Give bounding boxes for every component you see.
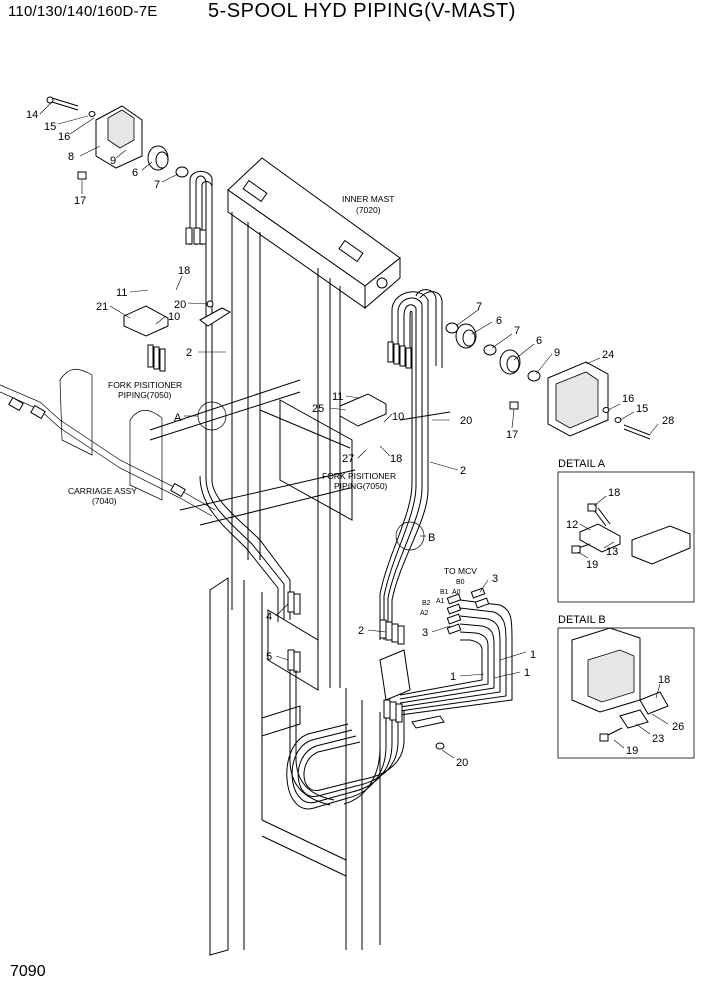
carriage-assy [0, 368, 216, 517]
callout-2: 2 [186, 347, 192, 359]
callout-15-right: 15 [636, 403, 648, 415]
sheave-assy-left [46, 96, 189, 180]
inner-mast-label: INNER MAST [342, 194, 394, 204]
callout-10: 10 [168, 311, 180, 323]
callout-6-right-2: 6 [536, 335, 542, 347]
port-a1: A1 [436, 598, 445, 605]
callout-2-right: 2 [460, 465, 466, 477]
fork-positioner-label-left: FORK PISITIONER [108, 380, 182, 390]
callout-17-right: 17 [506, 429, 518, 441]
port-b1: B1 [440, 589, 449, 596]
callout-15: 15 [44, 121, 56, 133]
callout-3: 3 [492, 573, 498, 585]
port-a2: A2 [420, 610, 429, 617]
callout-16-right: 16 [622, 393, 634, 405]
callout-1-a: 1 [530, 649, 536, 661]
callout-11-right: 11 [332, 391, 343, 403]
callout-4: 4 [266, 611, 272, 623]
callout-6-right: 6 [496, 315, 502, 327]
callout-7-right-2: 7 [514, 325, 520, 337]
fork-positioner-code-right: PIPING(7050) [334, 481, 388, 491]
leader-lines [39, 101, 669, 759]
detail-b-callout-18: 18 [658, 674, 670, 686]
detail-a-title: DETAIL A [558, 458, 606, 470]
hoses-right [286, 289, 513, 810]
detail-a-ref: A [174, 412, 182, 424]
callout-2-bottom: 2 [358, 625, 364, 637]
hoses-left [147, 171, 335, 806]
fork-positioner-code-left: PIPING(7050) [118, 390, 172, 400]
page-number: 7090 [10, 963, 46, 980]
callout-18-right: 18 [390, 453, 402, 465]
callout-1-c: 1 [524, 667, 530, 679]
callout-20-right: 20 [460, 415, 472, 427]
callout-20: 20 [174, 299, 186, 311]
port-a0: A0 [452, 589, 461, 596]
callout-3-lower: 3 [422, 627, 428, 639]
detail-b-callout-19: 19 [626, 745, 638, 757]
callout-8: 8 [68, 151, 74, 163]
detail-b-title: DETAIL B [558, 614, 606, 626]
detail-a-callout-12: 12 [566, 519, 578, 531]
callout-6: 6 [132, 167, 138, 179]
callout-21: 21 [96, 301, 108, 313]
callout-numbers: 14 15 16 8 9 6 7 17 11 18 21 20 10 2 7 6… [26, 109, 684, 769]
detail-a-box [557, 471, 695, 603]
detail-b-circle [395, 521, 425, 551]
brackets [123, 300, 451, 750]
inner-mast-code: (7020) [356, 205, 381, 215]
mast-structure [149, 157, 401, 956]
callout-20-bottom: 20 [456, 757, 468, 769]
callout-27: 27 [342, 453, 354, 465]
callout-16: 16 [58, 131, 70, 143]
text-labels: INNER MAST (7020) FORK PISITIONER PIPING… [68, 194, 606, 626]
detail-b-ref: B [428, 532, 435, 544]
detail-b-callout-26: 26 [672, 721, 684, 733]
diagram-title: 5-SPOOL HYD PIPING(V-MAST) [208, 0, 516, 22]
callout-10-right: 10 [392, 411, 404, 423]
sheave-assy-right [445, 322, 651, 440]
detail-b-box [557, 627, 695, 759]
callout-18: 18 [178, 265, 190, 277]
model-number: 110/130/140/160D-7E [8, 3, 158, 20]
callout-9-right: 9 [554, 347, 560, 359]
callout-11: 11 [116, 287, 127, 299]
callout-7: 7 [154, 179, 160, 191]
callout-17: 17 [74, 195, 86, 207]
callout-7-right: 7 [476, 301, 482, 313]
carriage-assy-code: (7040) [92, 496, 117, 506]
callout-24: 24 [602, 349, 614, 361]
detail-a-callout-19: 19 [586, 559, 598, 571]
detail-a-callout-13: 13 [606, 546, 618, 558]
callout-5: 5 [266, 651, 272, 663]
callout-1-b: 1 [450, 671, 456, 683]
callout-9: 9 [110, 155, 116, 167]
carriage-assy-label: CARRIAGE ASSY [68, 486, 137, 496]
callout-25: 25 [312, 403, 324, 415]
callout-14: 14 [26, 109, 38, 121]
detail-a-callout-18: 18 [608, 487, 620, 499]
to-mcv-label: TO MCV [444, 566, 477, 576]
callout-28: 28 [662, 415, 674, 427]
port-b0: B0 [456, 579, 465, 586]
detail-b-callout-23: 23 [652, 733, 664, 745]
port-b2: B2 [422, 600, 431, 607]
fork-positioner-label-right: FORK PISITIONER [322, 471, 396, 481]
